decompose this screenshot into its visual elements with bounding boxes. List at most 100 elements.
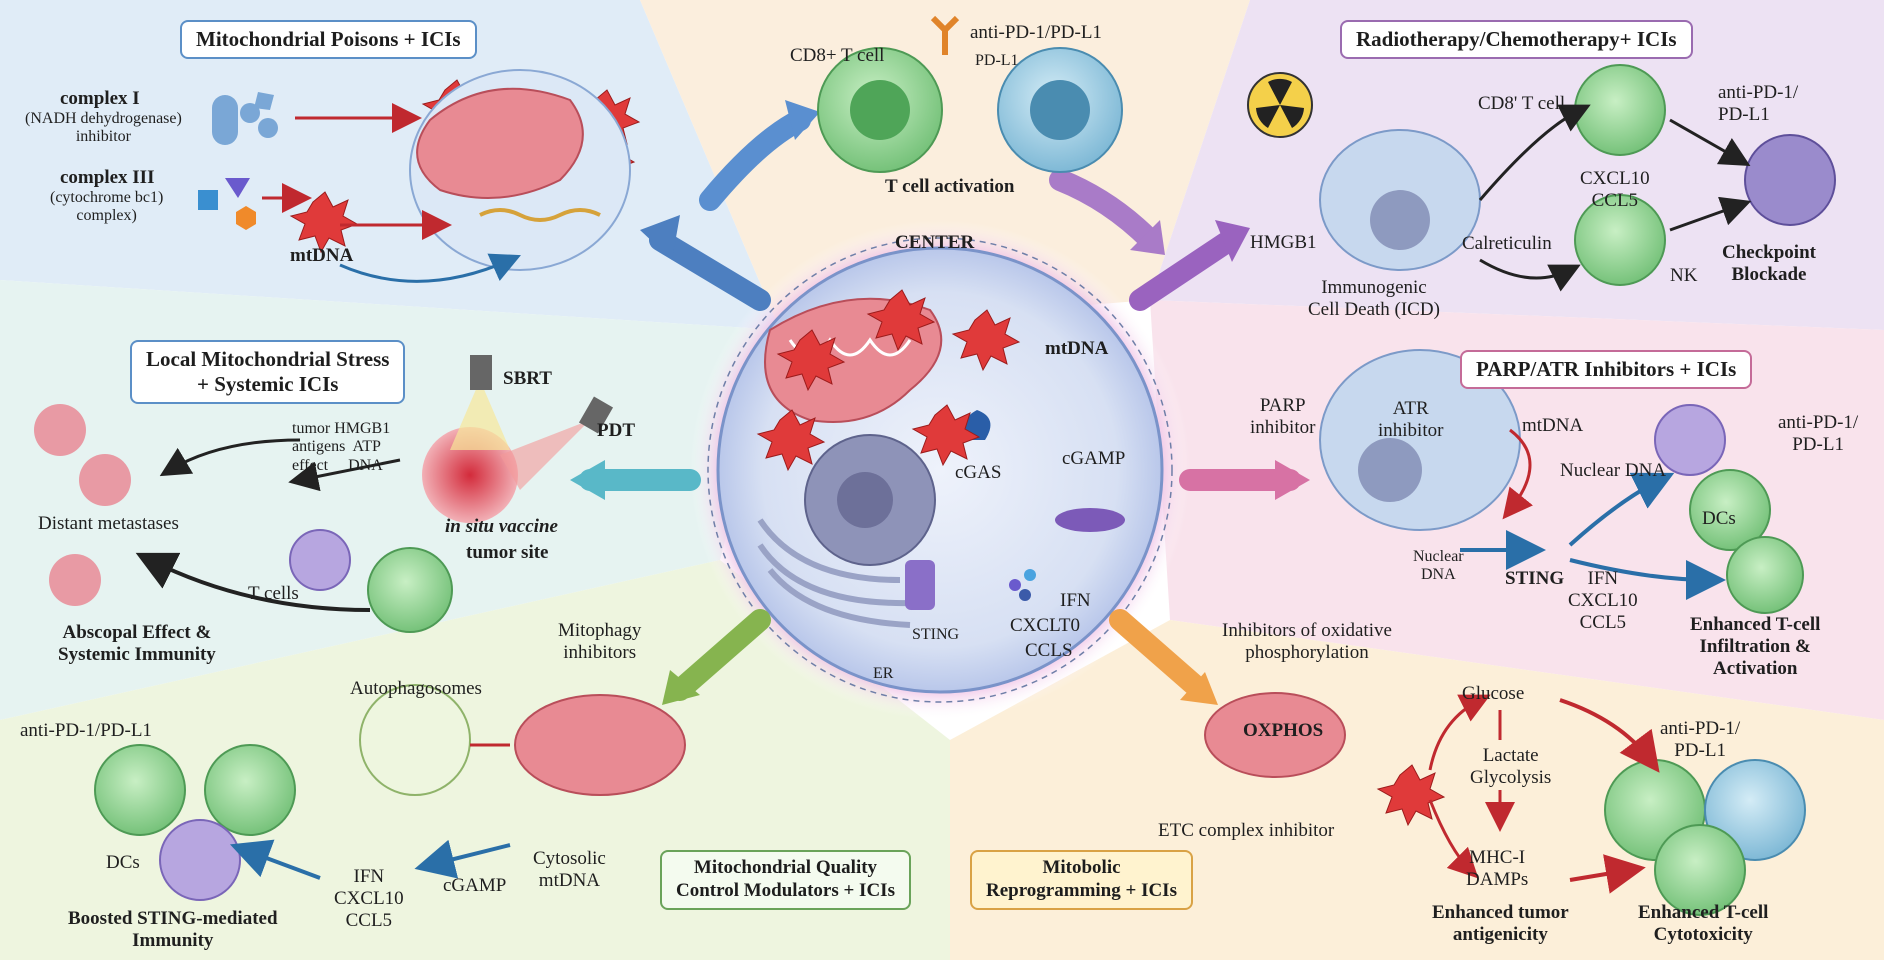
mr-anti-label: anti-PD-1/ PD-L1 bbox=[1778, 412, 1859, 455]
metastasis-2 bbox=[79, 454, 131, 506]
atr-inhibitor-label: ATR inhibitor bbox=[1378, 398, 1444, 441]
checkpoint-label: Checkpoint Blockade bbox=[1722, 242, 1816, 285]
autophagosomes-label: Autophagosomes bbox=[350, 678, 482, 699]
icd-nucleus bbox=[1370, 190, 1430, 250]
pdt-beam bbox=[500, 420, 590, 490]
nk-cell bbox=[1574, 194, 1666, 286]
bl-t-cell-1 bbox=[94, 744, 186, 836]
pdt-device bbox=[578, 396, 614, 434]
sector-top-right bbox=[1150, 0, 1884, 330]
complex3-label: complex III bbox=[60, 167, 155, 188]
autophagosome bbox=[359, 684, 471, 796]
br-arrow-3 bbox=[1559, 698, 1660, 773]
radiation-symbol bbox=[1256, 78, 1304, 128]
bl-arrow-2 bbox=[414, 839, 511, 879]
checkpoint-cell bbox=[1744, 134, 1836, 226]
pdt-label: PDT bbox=[597, 420, 635, 441]
irradiated-tumor bbox=[422, 427, 518, 523]
center-er: ER bbox=[873, 665, 894, 682]
center-cgamp: cGAMP bbox=[1062, 448, 1126, 469]
parp-inhibitor-label: PARP inhibitor bbox=[1250, 395, 1316, 438]
tr-arrow-4 bbox=[1669, 196, 1752, 232]
radio-cd8-label: CD8' T cell bbox=[1478, 93, 1566, 114]
lactate-label: Lactate Glycolysis bbox=[1470, 745, 1552, 788]
parp-nucleus bbox=[1358, 438, 1422, 502]
tr-arrow-3 bbox=[1669, 118, 1751, 166]
bl-arrow-1 bbox=[230, 839, 321, 880]
cd8-nucleus bbox=[850, 80, 910, 140]
tl-mitochondrion bbox=[416, 87, 584, 199]
mr-dcs-label: DCs bbox=[1702, 508, 1736, 529]
arrow-heads bbox=[570, 100, 1310, 705]
tl-dna bbox=[479, 208, 601, 222]
ml-t-cell bbox=[367, 547, 453, 633]
oxphos-inhibitors-label: Inhibitors of oxidative phosphorylation bbox=[1222, 620, 1392, 663]
br-tumor-cell bbox=[1704, 759, 1806, 861]
boosted-sting-label: Boosted STING-mediated Immunity bbox=[68, 908, 278, 951]
center-cgas: cGAS bbox=[955, 462, 1002, 483]
br-anti-label: anti-PD-1/ PD-L1 bbox=[1660, 718, 1741, 761]
center-ccl: CCLS bbox=[1025, 640, 1073, 661]
calreticulin-label: Calreticulin bbox=[1462, 233, 1552, 254]
bl-dc-cell bbox=[159, 819, 241, 901]
mr-arrow-1 bbox=[1568, 472, 1675, 547]
mr-dc-cell bbox=[1654, 404, 1726, 476]
radio-t-cell bbox=[1574, 64, 1666, 156]
center-title: CENTER bbox=[895, 232, 975, 253]
complex1-label: complex I bbox=[60, 88, 140, 109]
complex1-sub: (NADH dehydrogenase) inhibitor bbox=[25, 110, 182, 146]
sbrt-device bbox=[470, 355, 492, 390]
tl-arrow-4 bbox=[339, 253, 521, 283]
tr-arrow-2 bbox=[1479, 258, 1581, 292]
br-arrow-2 bbox=[1428, 799, 1479, 879]
tumor-site-label: tumor site bbox=[466, 542, 549, 563]
cytotoxicity-label: Enhanced T-cell Cytotoxicity bbox=[1638, 902, 1769, 945]
er-membranes bbox=[757, 518, 911, 628]
center-cell-boundary bbox=[707, 237, 1173, 703]
mr-mtdna-label: mtDNA bbox=[1522, 415, 1584, 436]
nk-label: NK bbox=[1670, 265, 1698, 286]
title-radio-chemo: Radiotherapy/Chemotherapy+ ICIs bbox=[1340, 20, 1693, 60]
metastasis-3 bbox=[49, 554, 101, 606]
bl-cytosolic-label: Cytosolic mtDNA bbox=[533, 848, 606, 891]
oxphos-label: OXPHOS bbox=[1243, 720, 1324, 741]
title-mitobolic: Mitobolic Reprogramming + ICIs bbox=[970, 850, 1193, 910]
tl-mtdna: mtDNA bbox=[290, 245, 354, 266]
cd8-label: CD8+ T cell bbox=[790, 45, 885, 66]
enhanced-infiltration-label: Enhanced T-cell Infiltration & Activatio… bbox=[1690, 614, 1821, 679]
oxphos-mitochondrion bbox=[1204, 692, 1346, 778]
bl-cgamp-label: cGAMP bbox=[443, 875, 507, 896]
mitophagy-label: Mitophagy inhibitors bbox=[558, 620, 642, 663]
center-ifn-dots bbox=[1009, 569, 1036, 601]
title-mqc: Mitochondrial Quality Control Modulators… bbox=[660, 850, 911, 910]
title-local-stress: Local Mitochondrial Stress + Systemic IC… bbox=[130, 340, 406, 405]
mr-arrow-2 bbox=[1569, 558, 1726, 600]
hmgb1-label: HMGB1 bbox=[1250, 232, 1317, 253]
dc-cell bbox=[289, 529, 351, 591]
nucleolus bbox=[837, 472, 893, 528]
center-sting: STING bbox=[912, 626, 960, 643]
radio-cxcl-label: CXCL10 CCL5 bbox=[1580, 168, 1650, 211]
in-situ-vaccine-label: in situ vaccine bbox=[445, 516, 558, 537]
cgamp-sting-complex bbox=[1055, 508, 1125, 532]
bl-t-cell-2 bbox=[204, 744, 296, 836]
bl-dcs-label: DCs bbox=[106, 852, 140, 873]
tumor-antigens-label: tumor HMGB1 antigens ATP effect DNA bbox=[292, 420, 391, 474]
center-cxcl: CXCLT0 bbox=[1010, 615, 1081, 636]
icd-label: Immunogenic Cell Death (ICD) bbox=[1308, 277, 1440, 320]
ml-arrow-3 bbox=[135, 552, 371, 612]
tcells-label: T cells bbox=[248, 583, 299, 604]
mr-sting-label: STING bbox=[1505, 568, 1565, 589]
ml-arrow-1 bbox=[288, 458, 401, 492]
direction-arrows bbox=[579, 109, 1301, 701]
br-t-cell-2 bbox=[1654, 824, 1746, 916]
bl-ifn-label: IFN CXCL10 CCL5 bbox=[334, 866, 404, 931]
tl-inhibitor-shapes bbox=[198, 92, 278, 230]
abscopal-label: Abscopal Effect & Systemic Immunity bbox=[58, 622, 216, 665]
center-ifn: IFN bbox=[1060, 590, 1091, 611]
tumor-nucleus bbox=[1030, 80, 1090, 140]
distant-metastases-label: Distant metastases bbox=[38, 513, 179, 534]
mr-t-cell-2 bbox=[1726, 536, 1804, 614]
pdl1-label: PD-L1 bbox=[975, 52, 1019, 69]
